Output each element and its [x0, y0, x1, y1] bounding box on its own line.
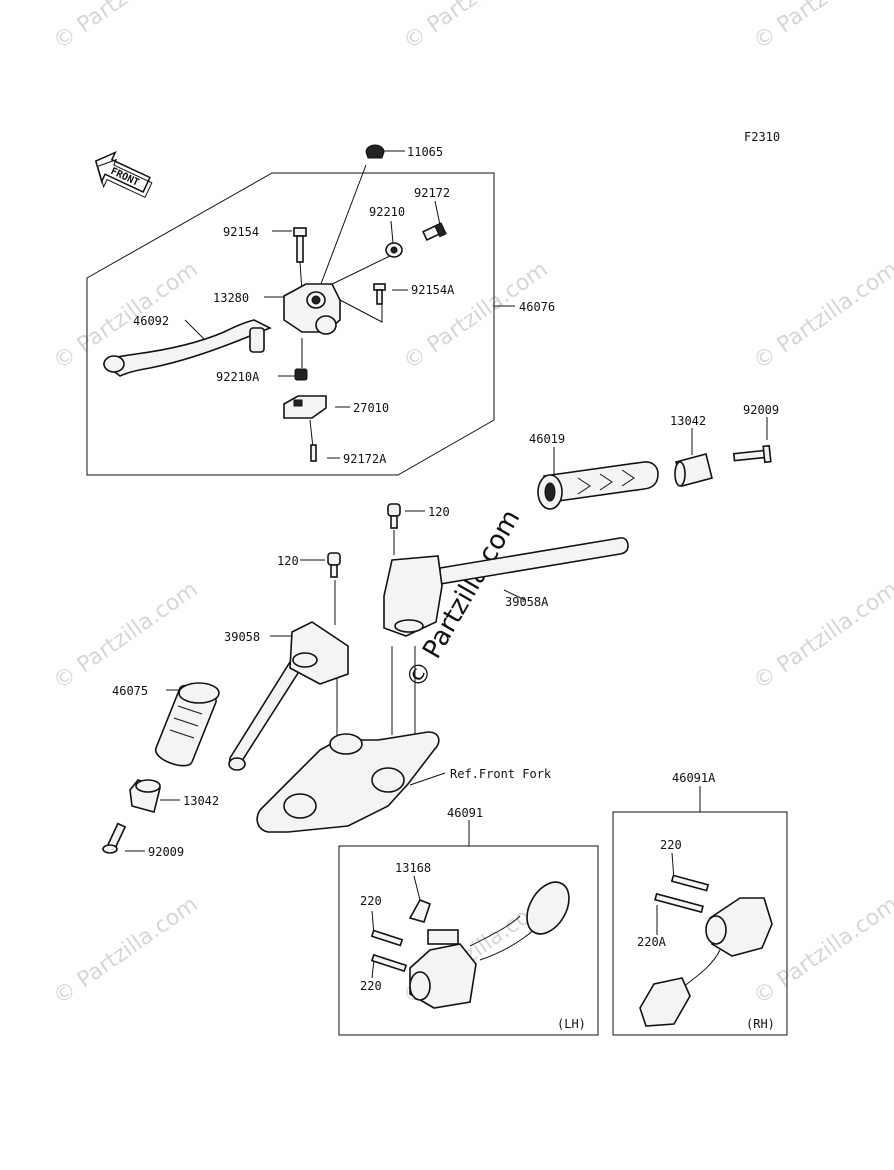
watermark: © Partzilla.com [49, 577, 202, 695]
screw-icon [654, 874, 710, 914]
part-label: 92009 [743, 403, 779, 417]
brake-lever-icon [102, 319, 272, 377]
part-label: 92210A [216, 370, 260, 384]
part-label: 13042 [183, 794, 219, 808]
part-label: 46076 [519, 300, 555, 314]
part-labels: 11065 92172 92210 92154 13280 92154A 460… [112, 145, 779, 993]
part-label: 46092 [133, 314, 169, 328]
part-label: 13168 [395, 861, 431, 875]
nut-icon [294, 368, 308, 381]
part-label: 220A [637, 935, 667, 949]
watermark: © Partzilla.com [749, 577, 894, 695]
leader-lines [125, 150, 768, 979]
part-label: 120 [277, 554, 299, 568]
cap-icon [365, 144, 385, 159]
left-grip-icon [155, 682, 220, 767]
bar-end-weight-icon [129, 779, 161, 813]
front-arrow-icon: FRONT [94, 150, 153, 198]
part-label: 11065 [407, 145, 443, 159]
nut-icon [385, 242, 403, 258]
watermark: © Partzilla.com [749, 892, 894, 1010]
part-label: 220 [660, 838, 682, 852]
part-label: 46075 [112, 684, 148, 698]
part-label: 92172 [414, 186, 450, 200]
screw-icon [102, 822, 127, 854]
part-label: 13042 [670, 414, 706, 428]
lever-assembly-frame [86, 172, 495, 476]
lh-switch-housing-icon [409, 881, 570, 1009]
screw-icon [310, 444, 317, 462]
lever-holder-icon [283, 283, 341, 335]
part-label: 92154 [223, 225, 259, 239]
screw-icon [421, 222, 447, 241]
part-label: 46091 [447, 806, 483, 820]
part-label: 39058A [505, 595, 549, 609]
watermark: © Partzilla.com [399, 257, 552, 375]
part-label: Ref.Front Fork [450, 767, 552, 781]
left-handlebar-icon [228, 621, 349, 771]
right-handlebar-icon [383, 537, 629, 637]
part-label: 92172A [343, 452, 387, 466]
figure-code: F2310 [744, 130, 780, 144]
part-label: 92210 [369, 205, 405, 219]
part-label: 13280 [213, 291, 249, 305]
part-label: 220 [360, 894, 382, 908]
part-label: 120 [428, 505, 450, 519]
bar-end-weight-icon [674, 453, 713, 487]
throttle-grip-icon [537, 461, 659, 510]
watermark: © Partzilla.com [749, 257, 894, 375]
rh-side-label: (RH) [746, 1017, 775, 1031]
watermark: © Partzilla.com [749, 0, 894, 55]
part-label: 92154A [411, 283, 455, 297]
part-label: 92009 [148, 845, 184, 859]
screw-icon [732, 444, 772, 464]
part-label: 27010 [353, 401, 389, 415]
part-label: 39058 [224, 630, 260, 644]
part-label: 46019 [529, 432, 565, 446]
watermark: © Partzilla.com [399, 0, 552, 55]
brake-switch-icon [283, 395, 327, 419]
part-label: 46091A [672, 771, 716, 785]
connector-icon [408, 898, 431, 923]
bolt-icon [327, 552, 341, 578]
watermark: © Partzilla.com [49, 892, 202, 1010]
fork-clamp-icon [256, 731, 440, 833]
screw-icon [370, 929, 408, 973]
watermark: © Partzilla.com [49, 0, 202, 55]
rh-switch-housing-icon [639, 897, 773, 1027]
bolt-icon [387, 503, 401, 529]
bolt-icon [373, 283, 386, 305]
bolt-icon [293, 227, 307, 263]
part-label: 220 [360, 979, 382, 993]
lh-side-label: (LH) [557, 1017, 586, 1031]
